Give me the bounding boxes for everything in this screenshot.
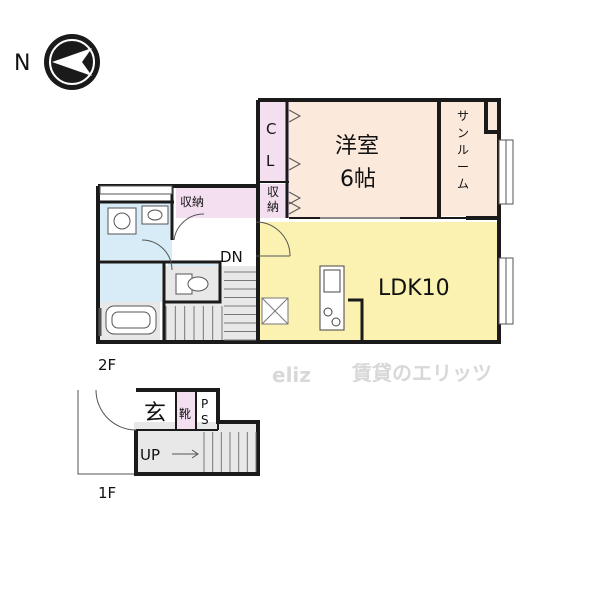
watermark: eliz 賃貸のエリッツ	[272, 361, 492, 387]
room-storage-left	[176, 188, 256, 218]
wet-fixtures	[105, 205, 209, 335]
sunroom-label: サンルーム	[457, 109, 469, 191]
bathtub-icon	[105, 305, 157, 335]
ps-label-s: S	[201, 413, 209, 427]
compass: N	[14, 34, 100, 90]
closet-label-l: L	[266, 152, 275, 170]
sink-icon	[323, 269, 341, 293]
room-bath-upper	[100, 262, 164, 302]
down-stairs-label: DN	[220, 248, 243, 266]
basin-icon	[141, 205, 169, 225]
washer-icon	[107, 207, 137, 235]
room-ldk	[259, 222, 497, 342]
walls-1f	[77, 388, 260, 476]
closet-label-c: C	[266, 120, 276, 138]
room-shoe-storage	[176, 390, 196, 430]
ldk-label: LDK10	[378, 276, 450, 301]
compass-arrow-icon	[52, 48, 92, 76]
entrance-label: 玄	[144, 401, 166, 426]
ps-label-p: P	[201, 397, 208, 411]
youshitsu-size-label: 6帖	[340, 167, 376, 192]
watermark-logo: eliz	[272, 363, 311, 387]
toilet-bowl-icon	[187, 276, 209, 292]
up-arrow-icon	[172, 449, 199, 459]
stove-icon	[323, 307, 333, 317]
stairs-lines-1f	[203, 432, 257, 472]
storage-left-label: 収納	[180, 195, 204, 209]
room-closet	[259, 102, 289, 182]
compass-north-label: N	[14, 51, 30, 76]
youshitsu-label: 洋室	[335, 134, 379, 159]
stove-icon-2	[331, 317, 341, 327]
stairs-lines-2f	[165, 271, 256, 341]
kitchen	[261, 265, 345, 331]
floor-1f-label: 1F	[98, 484, 116, 502]
compass-ring-icon	[49, 39, 95, 85]
room-youshitsu	[289, 102, 439, 218]
room-storage-right	[259, 184, 289, 218]
storage-right-label: 収納	[267, 185, 279, 214]
floor-2f-label: 2F	[98, 356, 116, 374]
closet-door-marks	[288, 109, 302, 215]
windows	[98, 139, 514, 336]
up-stairs-label: UP	[140, 446, 160, 464]
watermark-text: 賃貸のエリッツ	[351, 361, 492, 385]
door-swings	[141, 213, 291, 271]
shoes-label: 靴	[179, 407, 191, 421]
